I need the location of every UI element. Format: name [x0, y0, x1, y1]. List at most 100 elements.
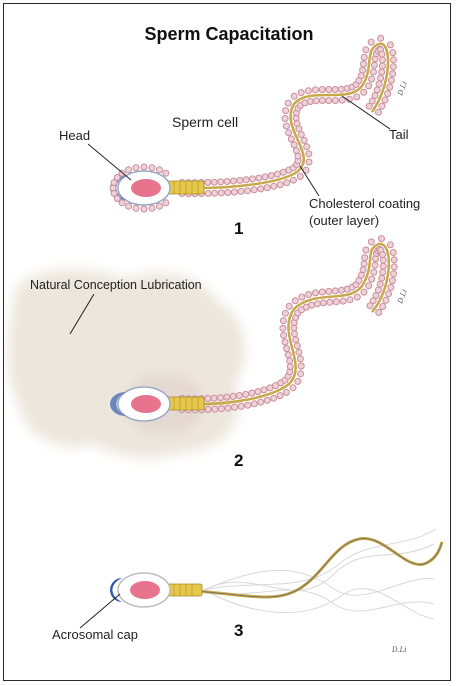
cholesterol-bead	[291, 93, 297, 99]
cholesterol-bead	[225, 405, 231, 411]
diagram-title: Sperm Capacitation	[144, 24, 313, 44]
cholesterol-bead	[306, 292, 312, 298]
cholesterol-bead	[391, 264, 397, 270]
cholesterol-bead	[319, 98, 325, 104]
cholesterol-bead	[366, 83, 372, 89]
cholesterol-bead	[332, 288, 338, 294]
cholesterol-bead	[286, 303, 292, 309]
cholesterol-bead	[387, 42, 393, 48]
cholesterol-bead	[283, 108, 289, 114]
cholesterol-bead	[291, 142, 297, 148]
cholesterol-bead	[338, 86, 344, 92]
cholesterol-bead	[380, 269, 386, 275]
cholesterol-bead	[285, 100, 291, 106]
cholesterol-bead	[284, 180, 290, 186]
cholesterol-bead	[258, 186, 264, 192]
cholesterol-bead	[157, 167, 163, 173]
cholesterol-bead	[371, 269, 377, 275]
cholesterol-bead	[292, 298, 298, 304]
cholesterol-bead	[313, 290, 319, 296]
cholesterol-bead	[387, 242, 393, 248]
cholesterol-bead	[255, 389, 261, 395]
cholesterol-bead	[283, 389, 289, 395]
cholesterol-bead	[332, 87, 338, 93]
cholesterol-bead	[379, 69, 385, 75]
cholesterol-bead	[376, 109, 382, 115]
cholesterol-bead	[380, 57, 386, 63]
cholesterol-bead	[313, 98, 319, 104]
cholesterol-bead	[114, 175, 120, 181]
label-acrosomal-cap: Acrosomal cap	[52, 627, 138, 642]
cholesterol-bead	[205, 407, 211, 413]
cholesterol-bead	[309, 302, 315, 308]
cholesterol-bead	[205, 190, 211, 196]
panel-2: Natural Conception Lubrication 2 D.Li	[8, 236, 408, 470]
cholesterol-bead	[299, 294, 305, 300]
cholesterol-bead	[354, 94, 360, 100]
cholesterol-bead	[298, 363, 304, 369]
cholesterol-bead	[274, 171, 280, 177]
cholesterol-bead	[390, 64, 396, 70]
cholesterol-bead	[250, 176, 256, 182]
cholesterol-bead	[326, 87, 332, 93]
cholesterol-bead	[380, 252, 386, 258]
cholesterol-bead	[236, 393, 242, 399]
cholesterol-bead	[306, 151, 312, 157]
cholesterol-bead	[332, 98, 338, 104]
cholesterol-bead	[264, 185, 270, 191]
label-lubrication: Natural Conception Lubrication	[30, 278, 202, 292]
cholesterol-bead	[378, 75, 384, 81]
cholesterol-bead	[368, 39, 374, 45]
cholesterol-bead	[163, 200, 169, 206]
cholesterol-bead	[149, 205, 155, 211]
leader-acrosomal	[80, 594, 120, 628]
cholesterol-bead	[224, 179, 230, 185]
leader-head	[88, 144, 131, 180]
cholesterol-bead	[379, 51, 385, 57]
cholesterol-bead	[261, 387, 267, 393]
cholesterol-bead	[264, 397, 270, 403]
cholesterol-bead	[298, 371, 304, 377]
cholesterol-bead	[312, 87, 318, 93]
cholesterol-bead	[388, 284, 394, 290]
leader-cholesterol	[300, 166, 319, 196]
label-cholesterol-2: (outer layer)	[309, 213, 379, 228]
cholesterol-bead	[383, 297, 389, 303]
cholesterol-bead	[366, 103, 372, 109]
cholesterol-bead	[290, 385, 296, 391]
cholesterol-bead	[282, 310, 288, 316]
cholesterol-bead	[163, 170, 169, 176]
cholesterol-bead	[268, 173, 274, 179]
cholesterol-bead	[380, 263, 386, 269]
cholesterol-bead	[245, 402, 251, 408]
cholesterol-bead	[360, 67, 366, 73]
cholesterol-bead	[321, 300, 327, 306]
cholesterol-bead	[267, 385, 273, 391]
cholesterol-bead	[288, 136, 294, 142]
artist-signature-1: D.Li	[396, 80, 409, 97]
cholesterol-bead	[157, 203, 163, 209]
cholesterol-bead	[205, 396, 211, 402]
cholesterol-bead	[391, 257, 397, 263]
artist-signature-2: D.Li	[396, 288, 409, 305]
cholesterol-bead	[212, 190, 218, 196]
artist-signature-3: D.Li	[391, 646, 406, 654]
cholesterol-bead	[385, 91, 391, 97]
panel-number-1: 1	[234, 219, 243, 238]
cholesterol-bead	[391, 271, 397, 277]
cholesterol-bead	[243, 391, 249, 397]
tail-outline-3	[194, 539, 442, 598]
label-cholesterol-1: Cholesterol coating	[309, 196, 420, 211]
cholesterol-bead	[230, 393, 236, 399]
nucleus	[131, 179, 161, 197]
cholesterol-bead	[382, 97, 388, 103]
label-sperm-cell: Sperm cell	[172, 114, 238, 130]
cholesterol-bead	[282, 339, 288, 345]
cholesterol-bead	[285, 352, 291, 358]
cholesterol-bead	[314, 301, 320, 307]
cholesterol-bead	[280, 318, 286, 324]
cholesterol-bead	[379, 236, 385, 242]
cholesterol-bead	[205, 179, 211, 185]
cholesterol-bead	[292, 331, 298, 337]
cholesterol-bead	[297, 173, 303, 179]
